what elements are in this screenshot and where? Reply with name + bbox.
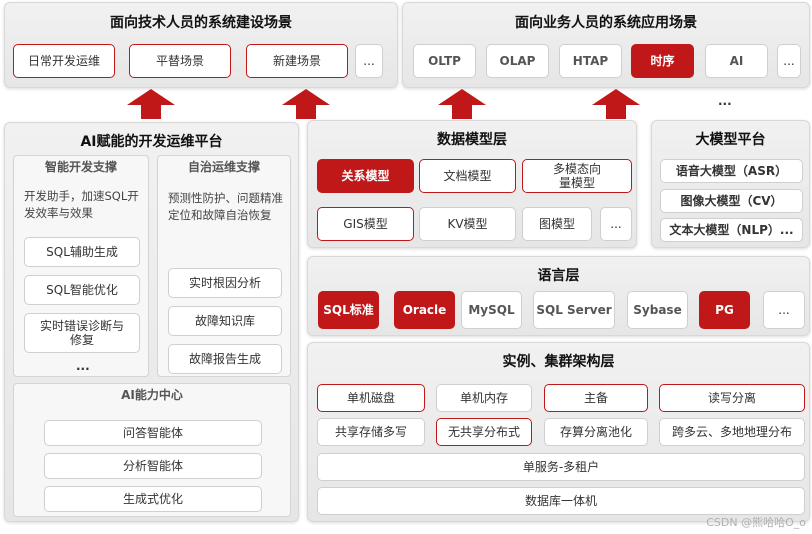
ops-support-panel: 自治运维支撑 预测性防护、问题精准定位和故障自治恢复 实时根因分析 故障知识库 … [157, 155, 291, 389]
ops-support-desc: 预测性防护、问题精准定位和故障自治恢复 [168, 191, 283, 222]
gis-model[interactable]: GIS模型 [317, 207, 414, 241]
up-arrow-icon [127, 89, 175, 119]
sql-assist-generation[interactable]: SQL辅助生成 [24, 237, 140, 267]
up-arrow-icon [438, 89, 486, 119]
lang-more[interactable]: ... [763, 291, 805, 329]
graph-model[interactable]: 图模型 [522, 207, 592, 241]
up-arrow-icon [282, 89, 330, 119]
tech-scenario-panel: 面向技术人员的系统建设场景 日常开发运维 平替场景 新建场景 ... [4, 2, 398, 88]
lang-sql-standard[interactable]: SQL标准 [318, 291, 379, 329]
realtime-error-diagnosis[interactable]: 实时错误诊断与修复 [24, 313, 140, 353]
single-memory[interactable]: 单机内存 [436, 384, 532, 412]
scenario-daily-devops[interactable]: 日常开发运维 [13, 44, 115, 78]
speech-llm[interactable]: 语音大模型（ASR） [660, 159, 803, 183]
scenario-timeseries[interactable]: 时序 [631, 44, 694, 78]
language-panel: 语言层 SQL标准 Oracle MySQL SQL Server Sybase… [307, 256, 810, 336]
scenario-more-business[interactable]: ... [777, 44, 801, 78]
watermark-text: CSDN @熊哈哈O_o [706, 516, 806, 529]
qa-agent[interactable]: 问答智能体 [44, 420, 262, 446]
kv-model[interactable]: KV模型 [419, 207, 516, 241]
scenario-more[interactable]: ... [355, 44, 383, 78]
ops-support-title: 自治运维支撑 [187, 160, 260, 174]
scenario-ai[interactable]: AI [705, 44, 768, 78]
shared-storage-multiwrite[interactable]: 共享存储多写 [317, 418, 425, 446]
instance-title: 实例、集群架构层 [502, 354, 615, 370]
data-model-more[interactable]: ... [600, 207, 632, 241]
scenario-olap[interactable]: OLAP [486, 44, 549, 78]
lang-sybase[interactable]: Sybase [627, 291, 688, 329]
tech-scenario-title: 面向技术人员的系统建设场景 [110, 15, 292, 31]
llm-platform-panel: 大模型平台 语音大模型（ASR） 图像大模型（CV） 文本大模型（NLP）... [651, 120, 810, 248]
single-service-multitenant[interactable]: 单服务-多租户 [317, 453, 805, 481]
ai-center-title: AI能力中心 [121, 388, 183, 402]
image-llm[interactable]: 图像大模型（CV） [660, 189, 803, 213]
scenario-htap[interactable]: HTAP [559, 44, 622, 78]
multicloud-geo-distribution[interactable]: 跨多云、多地地理分布 [659, 418, 805, 446]
lang-pg[interactable]: PG [699, 291, 750, 329]
lang-sql-server[interactable]: SQL Server [533, 291, 615, 329]
compute-storage-pooling[interactable]: 存算分离池化 [544, 418, 648, 446]
lang-oracle[interactable]: Oracle [394, 291, 455, 329]
lang-mysql[interactable]: MySQL [461, 291, 522, 329]
shared-nothing-distributed[interactable]: 无共享分布式 [436, 418, 532, 446]
language-title: 语言层 [537, 268, 580, 284]
scenario-replacement[interactable]: 平替场景 [129, 44, 231, 78]
scenario-oltp[interactable]: OLTP [413, 44, 476, 78]
llm-platform-title: 大模型平台 [695, 132, 766, 148]
db-appliance[interactable]: 数据库一体机 [317, 487, 805, 515]
relational-model[interactable]: 关系模型 [317, 159, 414, 193]
read-write-split[interactable]: 读写分离 [659, 384, 805, 412]
dev-support-desc: 开发助手，加速SQL开发效率与效果 [24, 189, 139, 220]
ai-center-panel: AI能力中心 问答智能体 分析智能体 生成式优化 [13, 383, 291, 517]
sql-smart-optimize[interactable]: SQL智能优化 [24, 275, 140, 305]
analysis-agent[interactable]: 分析智能体 [44, 453, 262, 479]
single-disk[interactable]: 单机磁盘 [317, 384, 425, 412]
document-model[interactable]: 文档模型 [419, 159, 516, 193]
fault-report-generation[interactable]: 故障报告生成 [168, 344, 282, 374]
text-llm[interactable]: 文本大模型（NLP）... [660, 218, 803, 242]
multimodal-vector-model[interactable]: 多模态向量模型 [522, 159, 632, 193]
business-scenario-title: 面向业务人员的系统应用场景 [515, 15, 697, 31]
ellipsis-dots: ... [718, 94, 732, 108]
scenario-new-build[interactable]: 新建场景 [246, 44, 348, 78]
ai-platform-panel: AI赋能的开发运维平台 智能开发支撑 开发助手，加速SQL开发效率与效果 SQL… [4, 122, 299, 522]
realtime-root-cause[interactable]: 实时根因分析 [168, 268, 282, 298]
dev-support-title: 智能开发支撑 [44, 160, 117, 174]
ai-platform-title: AI赋能的开发运维平台 [80, 134, 223, 150]
instance-panel: 实例、集群架构层 单机磁盘 单机内存 主备 读写分离 共享存储多写 无共享分布式… [307, 342, 810, 522]
business-scenario-panel: 面向业务人员的系统应用场景 OLTP OLAP HTAP 时序 AI ... [402, 2, 810, 88]
data-model-title: 数据模型层 [437, 132, 507, 148]
data-model-panel: 数据模型层 关系模型 文档模型 多模态向量模型 GIS模型 KV模型 图模型 .… [307, 120, 637, 248]
generative-optimization[interactable]: 生成式优化 [44, 486, 262, 512]
dev-more: ... [76, 359, 90, 373]
up-arrow-icon [592, 89, 640, 119]
primary-standby[interactable]: 主备 [544, 384, 648, 412]
fault-knowledge-base[interactable]: 故障知识库 [168, 306, 282, 336]
dev-support-panel: 智能开发支撑 开发助手，加速SQL开发效率与效果 SQL辅助生成 SQL智能优化… [13, 155, 149, 377]
